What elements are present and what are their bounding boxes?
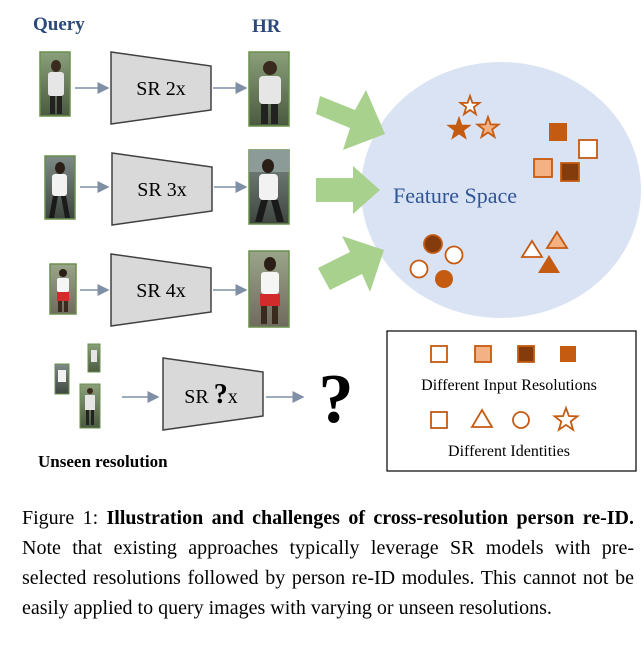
circle-outline-icon: [409, 259, 429, 279]
query-image-row1: [39, 51, 71, 117]
legend-box: [386, 330, 637, 472]
sr-module-row1: [110, 51, 212, 125]
circle-filled-icon: [435, 270, 453, 288]
sr-unknown-prefix: SR: [184, 386, 213, 408]
star-outline-icon: [457, 93, 483, 117]
figure-caption: Figure 1: Illustration and challenges of…: [22, 503, 634, 623]
query-image-row2: [44, 155, 76, 220]
sr-module-row2: [111, 152, 213, 226]
caption-title: Illustration and challenges of cross-res…: [106, 507, 634, 529]
unseen-images: [54, 343, 101, 429]
triangle-outline-icon: [520, 239, 544, 258]
square-dark-icon: [560, 162, 580, 182]
query-header: Query: [33, 14, 85, 35]
hr-image-row2: [248, 149, 290, 225]
hr-image-row1: [248, 51, 290, 127]
query-image-row3: [49, 263, 77, 315]
legend-resolutions-label: Different Input Resolutions: [421, 377, 597, 394]
sr-unknown-suffix: x: [228, 386, 238, 408]
sr-unknown-symbol: ?: [214, 379, 228, 410]
legend-identity-circle-icon: [512, 411, 530, 429]
unseen-resolution-label: Unseen resolution: [38, 452, 168, 471]
square-filled-icon: [549, 123, 567, 141]
circle-outline-icon: [444, 245, 464, 265]
sr-module-unknown: [162, 357, 264, 431]
sr-module-label-row2: SR 3x: [137, 179, 186, 201]
svg-text:SR ?x: SR ?x: [184, 379, 237, 410]
sr-module-label-row3: SR 4x: [136, 280, 185, 302]
star-light-icon: [474, 114, 502, 140]
triangle-light-icon: [545, 230, 569, 249]
feature-space-label: Feature Space: [393, 183, 517, 208]
sr-module-label-row1: SR 2x: [136, 78, 185, 100]
square-outline-icon: [578, 139, 598, 159]
caption-body: Note that existing approaches typically …: [22, 537, 634, 619]
sr-module-row3: [110, 253, 212, 327]
caption-prefix: Figure 1:: [22, 507, 107, 529]
legend-identity-star-icon: [552, 405, 580, 432]
star-filled-icon: [446, 115, 472, 140]
legend-identity-triangle-icon: [470, 408, 494, 428]
legend-square-filled-icon: [560, 346, 576, 362]
legend-square-light-icon: [474, 345, 492, 363]
big-question-mark: ?: [319, 361, 354, 438]
green-arrow-row1: [316, 90, 385, 150]
feature-space-ellipse: [361, 62, 641, 318]
legend-identity-square-icon: [430, 411, 448, 429]
square-light-icon: [533, 158, 553, 178]
legend-identities-label: Different Identities: [448, 443, 570, 460]
hr-header: HR: [252, 16, 281, 37]
legend-square-outline-icon: [430, 345, 448, 363]
hr-image-row3: [248, 250, 290, 328]
triangle-filled-icon: [538, 255, 560, 273]
legend-square-dark-icon: [517, 345, 535, 363]
circle-dark-icon: [423, 234, 443, 254]
green-arrow-row3: [318, 236, 384, 292]
green-arrow-row2: [316, 166, 380, 214]
figure-diagram: Feature Space SR 2x SR 3x: [39, 51, 641, 472]
